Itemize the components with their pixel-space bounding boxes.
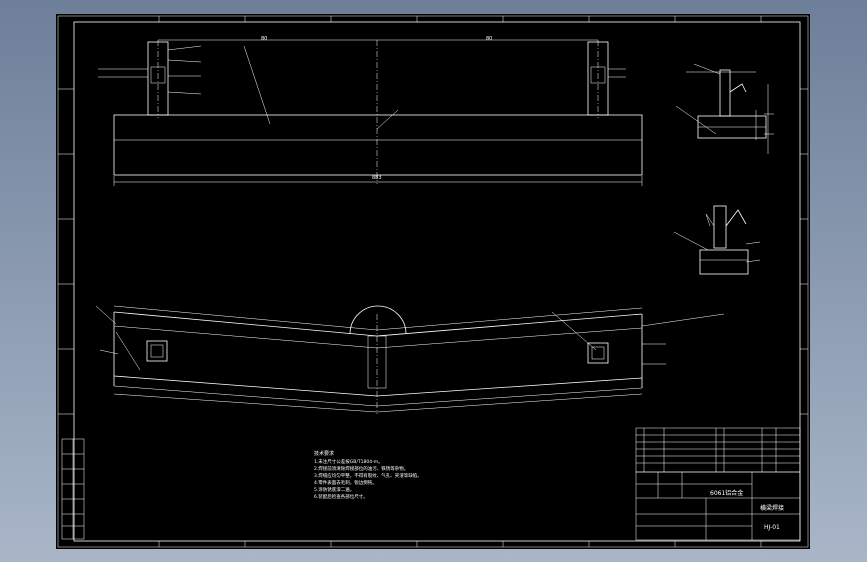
note-line-4: 4.零件表面去毛刺，锐边倒钝。 [314,479,377,486]
zone-ticks [58,16,808,547]
note-line-6: 6.装配后检查各部位尺寸。 [314,493,368,500]
title-drawing-name: 横梁焊接 [760,504,784,512]
note-line-5: 5.涂防锈底漆二遍。 [314,486,354,493]
beam-bottom-edge [113,375,643,397]
dim-top-right: 80 [486,36,492,42]
notes-heading: 技术要求 [314,450,334,457]
note-line-2: 2.焊接前须清除焊接部位的油污、铁锈等杂物。 [314,465,408,472]
note-line-1: 1.未注尺寸公差按GB/T1804-m。 [314,458,383,465]
cad-drawing: 80 80 883 [57,15,809,548]
technical-notes: 技术要求 1.未注尺寸公差按GB/T1804-m。 2.焊接前须清除焊接部位的油… [314,450,422,500]
section-view-a [675,63,774,154]
drawing-sheet: 80 80 883 [56,14,810,549]
parts-list [635,427,801,473]
detail-view-b [673,205,761,275]
title-drawing-code: HJ-01 [764,524,780,531]
dim-overall: 883 [372,175,382,181]
right-mount-plate [587,342,609,364]
note-line-3: 3.焊缝应均匀平整，不得有裂纹、气孔、夹渣等缺陷。 [314,472,422,479]
detail-b-box [699,249,749,275]
dim-top-left: 80 [261,36,267,42]
center-arc [349,305,407,335]
title-block [635,471,801,541]
plan-view [95,305,725,414]
front-view [98,39,643,186]
beam-body [113,114,643,176]
outer-frame [57,15,809,548]
drawing-border [73,21,801,542]
left-mount-plate [146,340,168,362]
revision-strip [61,438,85,540]
title-product-name: 6061铝合金 [710,489,743,497]
